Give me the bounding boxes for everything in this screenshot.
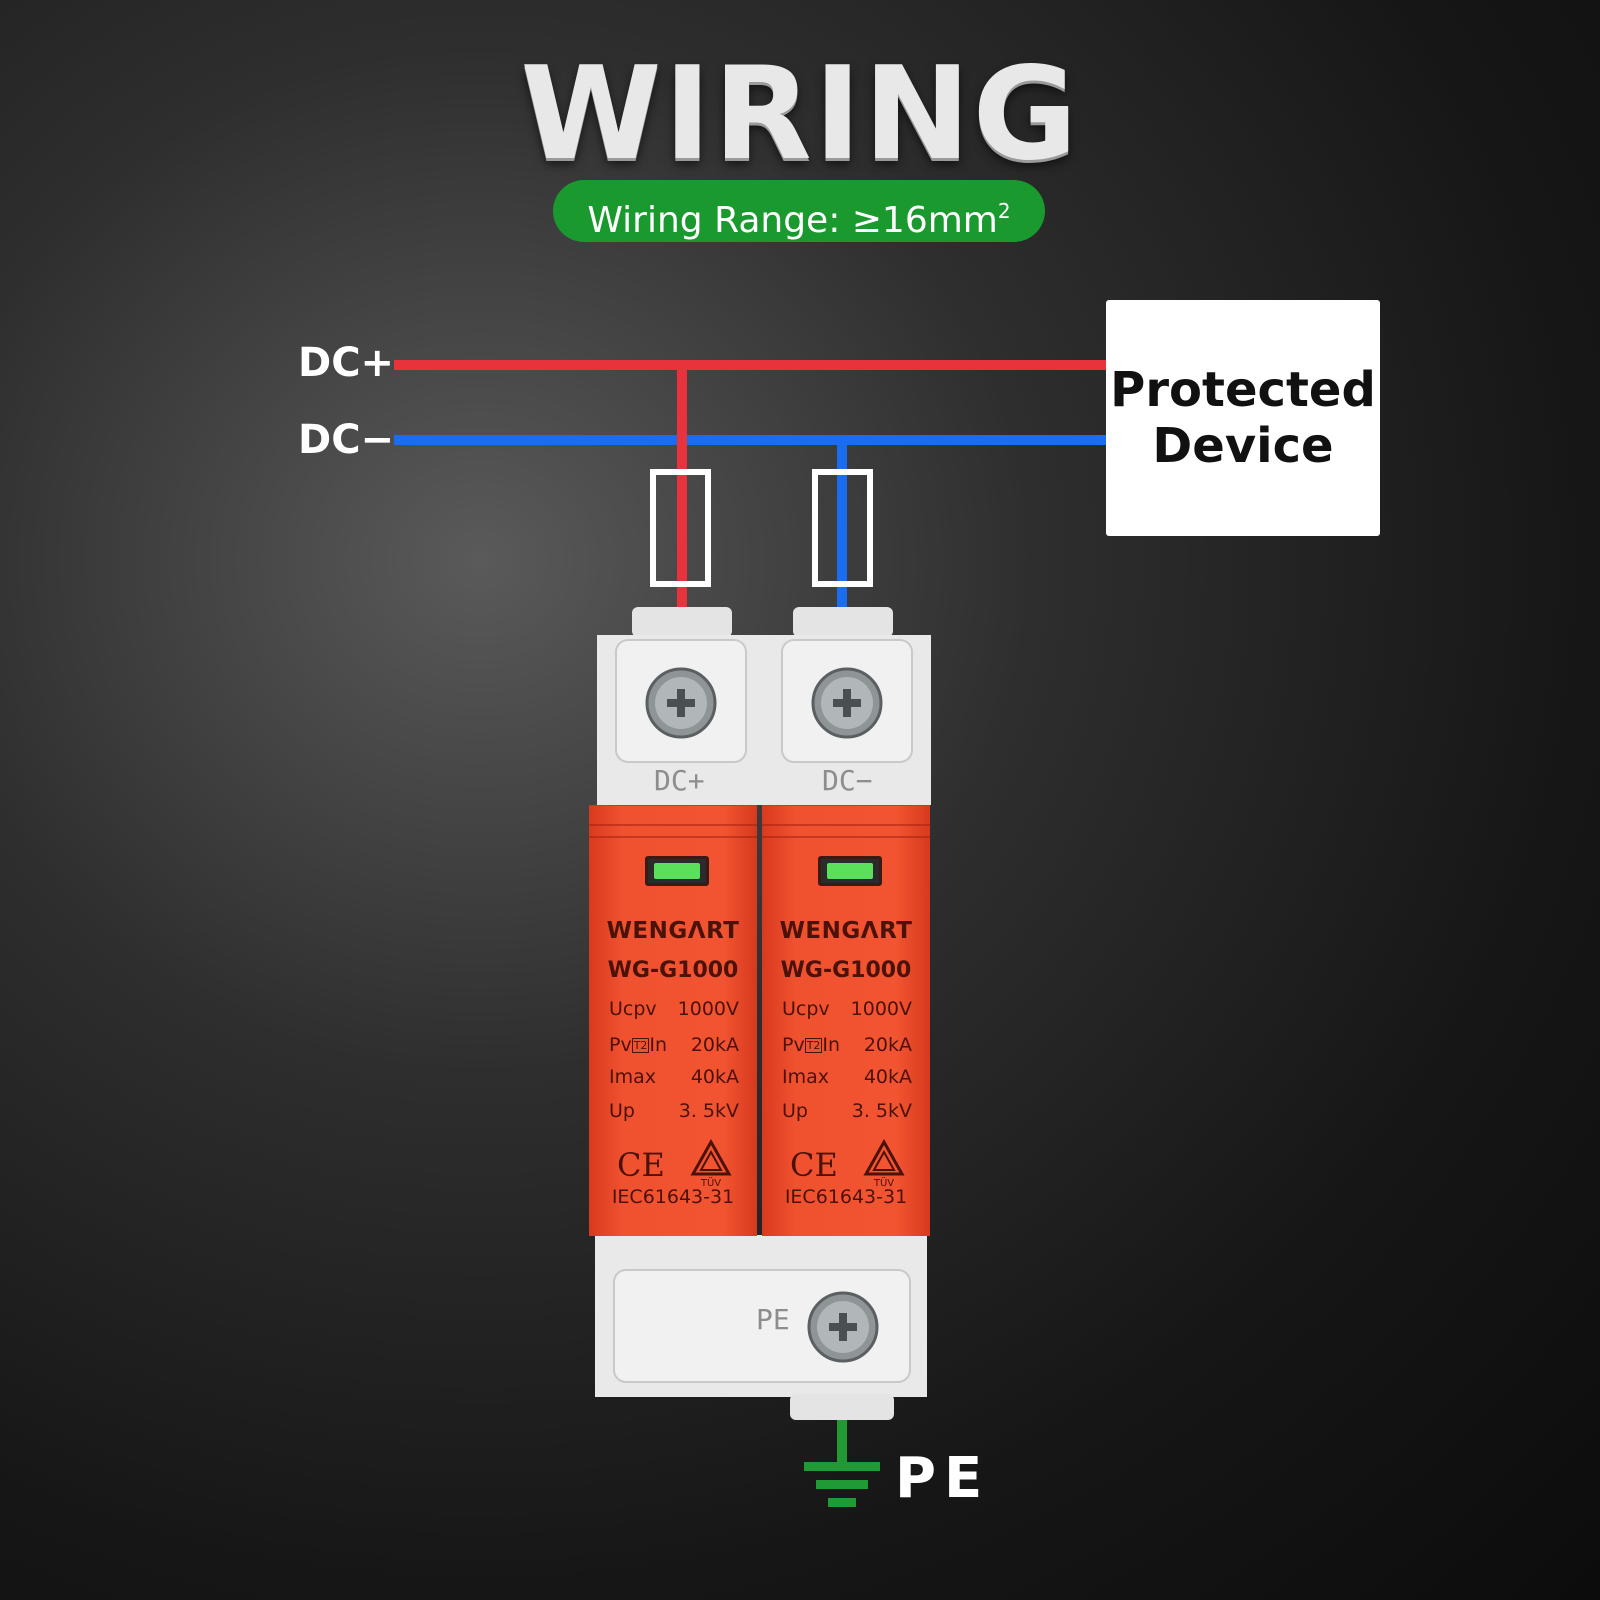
dc-minus-drop-wire	[837, 440, 847, 615]
terminal-label-dc-minus: DC−	[822, 764, 873, 797]
spec-label: Ucpv	[609, 998, 657, 1020]
spec-row: Imax 40kA	[609, 1066, 739, 1088]
spec-label: Imax	[782, 1066, 829, 1088]
status-indicator	[818, 856, 882, 886]
module-brand: WENGΛRT	[606, 918, 740, 944]
screw-icon	[807, 1291, 879, 1363]
spec-value: 1000V	[850, 998, 912, 1020]
bottom-tab	[790, 1394, 894, 1420]
spec-label-text: In	[822, 1034, 841, 1056]
module-brand: WENGΛRT	[779, 918, 913, 944]
spec-row: Up 3. 5kV	[609, 1100, 739, 1122]
spec-label: Up	[782, 1100, 808, 1122]
dc-plus-label: DC+	[298, 340, 395, 386]
fuse-right	[812, 469, 873, 587]
ce-mark: CE	[617, 1146, 665, 1184]
protected-device-line2: Device	[1152, 418, 1334, 474]
spec-value: 40kA	[690, 1066, 739, 1088]
spec-label: Up	[609, 1100, 635, 1122]
wiring-range-badge: Wiring Range: ≥16mm2	[553, 180, 1045, 242]
module-model: WG-G1000	[780, 958, 912, 983]
spec-row: Up 3. 5kV	[782, 1100, 912, 1122]
module-standard: IEC61643-31	[784, 1186, 908, 1208]
spec-value: 1000V	[677, 998, 739, 1020]
spec-label: Ucpv	[782, 998, 830, 1020]
spec-value: 40kA	[863, 1066, 912, 1088]
module-model: WG-G1000	[607, 958, 739, 983]
spec-prefix: Pv	[782, 1034, 805, 1056]
protected-device-box: Protected Device	[1106, 300, 1380, 536]
screw-icon	[645, 667, 717, 739]
top-tab-right	[793, 607, 893, 637]
spec-prefix: Pv	[609, 1034, 632, 1056]
module-ridge	[762, 836, 930, 838]
screw-icon	[811, 667, 883, 739]
wiring-range-superscript: 2	[997, 199, 1011, 223]
ce-mark: CE	[790, 1146, 838, 1184]
spec-value: 20kA	[690, 1034, 739, 1056]
spec-label: Imax	[609, 1066, 656, 1088]
fuse-left	[650, 469, 711, 587]
t2-badge: T2	[804, 1038, 823, 1053]
module-ridge	[589, 836, 757, 838]
spec-row: Ucpv 1000V	[609, 998, 739, 1020]
spec-row: Imax 40kA	[782, 1066, 912, 1088]
tuv-text: TÜV	[873, 1176, 894, 1188]
tuv-text: TÜV	[700, 1176, 721, 1188]
pe-ground-label: PE	[895, 1446, 991, 1511]
dc-minus-wire	[394, 435, 1106, 445]
tuv-icon: TÜV	[690, 1138, 732, 1188]
t2-badge: T2	[631, 1038, 650, 1053]
spec-value: 3. 5kV	[851, 1100, 912, 1122]
spec-label-text: In	[649, 1034, 668, 1056]
terminal-label-dc-plus: DC+	[654, 764, 705, 797]
wiring-range-text: Wiring Range: ≥16mm	[587, 200, 998, 241]
pe-wire	[837, 1418, 847, 1468]
page-title: WIRING	[520, 40, 1080, 189]
terminal-label-pe: PE	[756, 1303, 790, 1336]
spec-value: 3. 5kV	[678, 1100, 739, 1122]
dc-minus-label: DC−	[298, 417, 395, 463]
tuv-icon: TÜV	[863, 1138, 905, 1188]
spec-row: Ucpv 1000V	[782, 998, 912, 1020]
dc-plus-drop-wire	[677, 365, 687, 615]
module-standard: IEC61643-31	[611, 1186, 735, 1208]
status-indicator	[645, 856, 709, 886]
module-ridge	[762, 824, 930, 826]
protected-device-line1: Protected	[1110, 362, 1376, 418]
module-ridge	[589, 824, 757, 826]
top-tab-left	[632, 607, 732, 637]
dc-plus-wire	[394, 360, 1106, 370]
spec-value: 20kA	[863, 1034, 912, 1056]
ground-icon	[804, 1462, 880, 1507]
